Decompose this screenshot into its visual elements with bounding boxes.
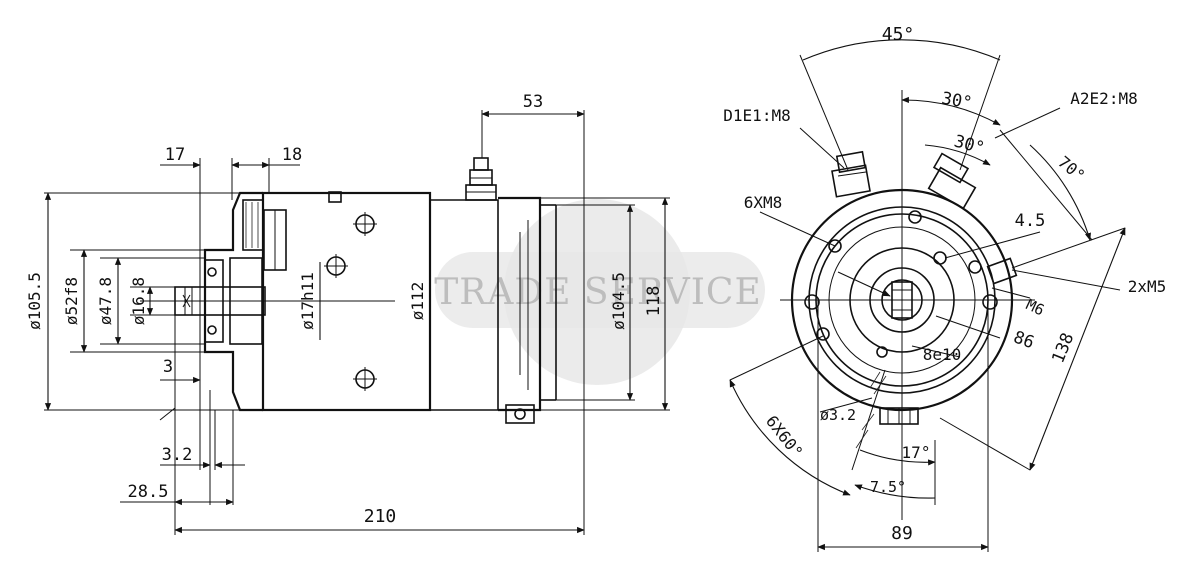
label-m6: M6 bbox=[1023, 295, 1047, 319]
dim-118: 118 bbox=[644, 286, 664, 317]
terminal-bottom bbox=[879, 407, 919, 425]
dim-3: 3 bbox=[163, 357, 173, 377]
dim-17-deg: 17° bbox=[902, 443, 931, 462]
bolt-holes bbox=[804, 210, 998, 358]
end-view: 45° 30° 30° 70° D1E1:M8 A2E2:M8 6XM8 4.5… bbox=[723, 24, 1166, 552]
dim-dia-112: ø112 bbox=[408, 282, 427, 321]
dim-30-outer: 30° bbox=[940, 89, 974, 114]
dim-dia-16-8: ø16.8 bbox=[129, 277, 148, 325]
dim-53: 53 bbox=[523, 92, 543, 112]
label-d1e1: D1E1:M8 bbox=[723, 106, 790, 125]
dim-30-inner: 30° bbox=[952, 132, 987, 159]
terminal-right bbox=[986, 257, 1018, 285]
dim-3-2: 3.2 bbox=[162, 445, 193, 465]
dim-86: 86 bbox=[1011, 327, 1037, 353]
label-6xm8: 6XM8 bbox=[744, 193, 783, 212]
dim-70: 70° bbox=[1054, 152, 1088, 185]
dim-4-5: 4.5 bbox=[1015, 211, 1046, 231]
dim-dia-104-5: ø104.5 bbox=[609, 272, 628, 330]
body-screws bbox=[324, 191, 377, 391]
shaft bbox=[174, 286, 266, 316]
dim-17: 17 bbox=[165, 145, 185, 165]
dim-28-5: 28.5 bbox=[128, 482, 169, 502]
dim-138: 138 bbox=[1048, 330, 1078, 366]
label-2xm5: 2xM5 bbox=[1128, 277, 1167, 296]
dim-dia-17h11: ø17h11 bbox=[298, 272, 317, 330]
dim-18: 18 bbox=[282, 145, 302, 165]
watermark-text: TRADE SERVICE bbox=[434, 272, 762, 313]
watermark: TRADE SERVICE bbox=[434, 199, 765, 385]
body-extension bbox=[430, 199, 499, 411]
end-outer-circle bbox=[790, 188, 1014, 412]
dim-dia-105-5: ø105.5 bbox=[25, 272, 44, 330]
terminal-post bbox=[465, 157, 497, 201]
dim-210: 210 bbox=[364, 506, 397, 527]
dim-45: 45° bbox=[882, 24, 915, 45]
side-view: 53 17 18 ø105.5 ø52f8 ø47.8 ø16.8 ø17h11… bbox=[25, 92, 670, 535]
terminal-d1e1 bbox=[831, 150, 871, 198]
dim-89: 89 bbox=[891, 523, 913, 544]
label-a2e2: A2E2:M8 bbox=[1070, 89, 1137, 108]
dim-8e10: 8e10 bbox=[923, 345, 962, 364]
end-cap bbox=[498, 196, 542, 412]
dim-7-5: 7.5° bbox=[870, 478, 906, 496]
terminal-a2e2 bbox=[927, 152, 977, 210]
dim-dia-47-8: ø47.8 bbox=[96, 277, 115, 325]
dim-dia-3-2: ø3.2 bbox=[820, 406, 856, 424]
dim-dia-52f8: ø52f8 bbox=[62, 277, 81, 325]
dim-6x60: 6X60° bbox=[762, 412, 807, 462]
arc-45 bbox=[802, 39, 1001, 61]
end-cap-nut bbox=[505, 404, 535, 424]
flange bbox=[203, 191, 287, 412]
